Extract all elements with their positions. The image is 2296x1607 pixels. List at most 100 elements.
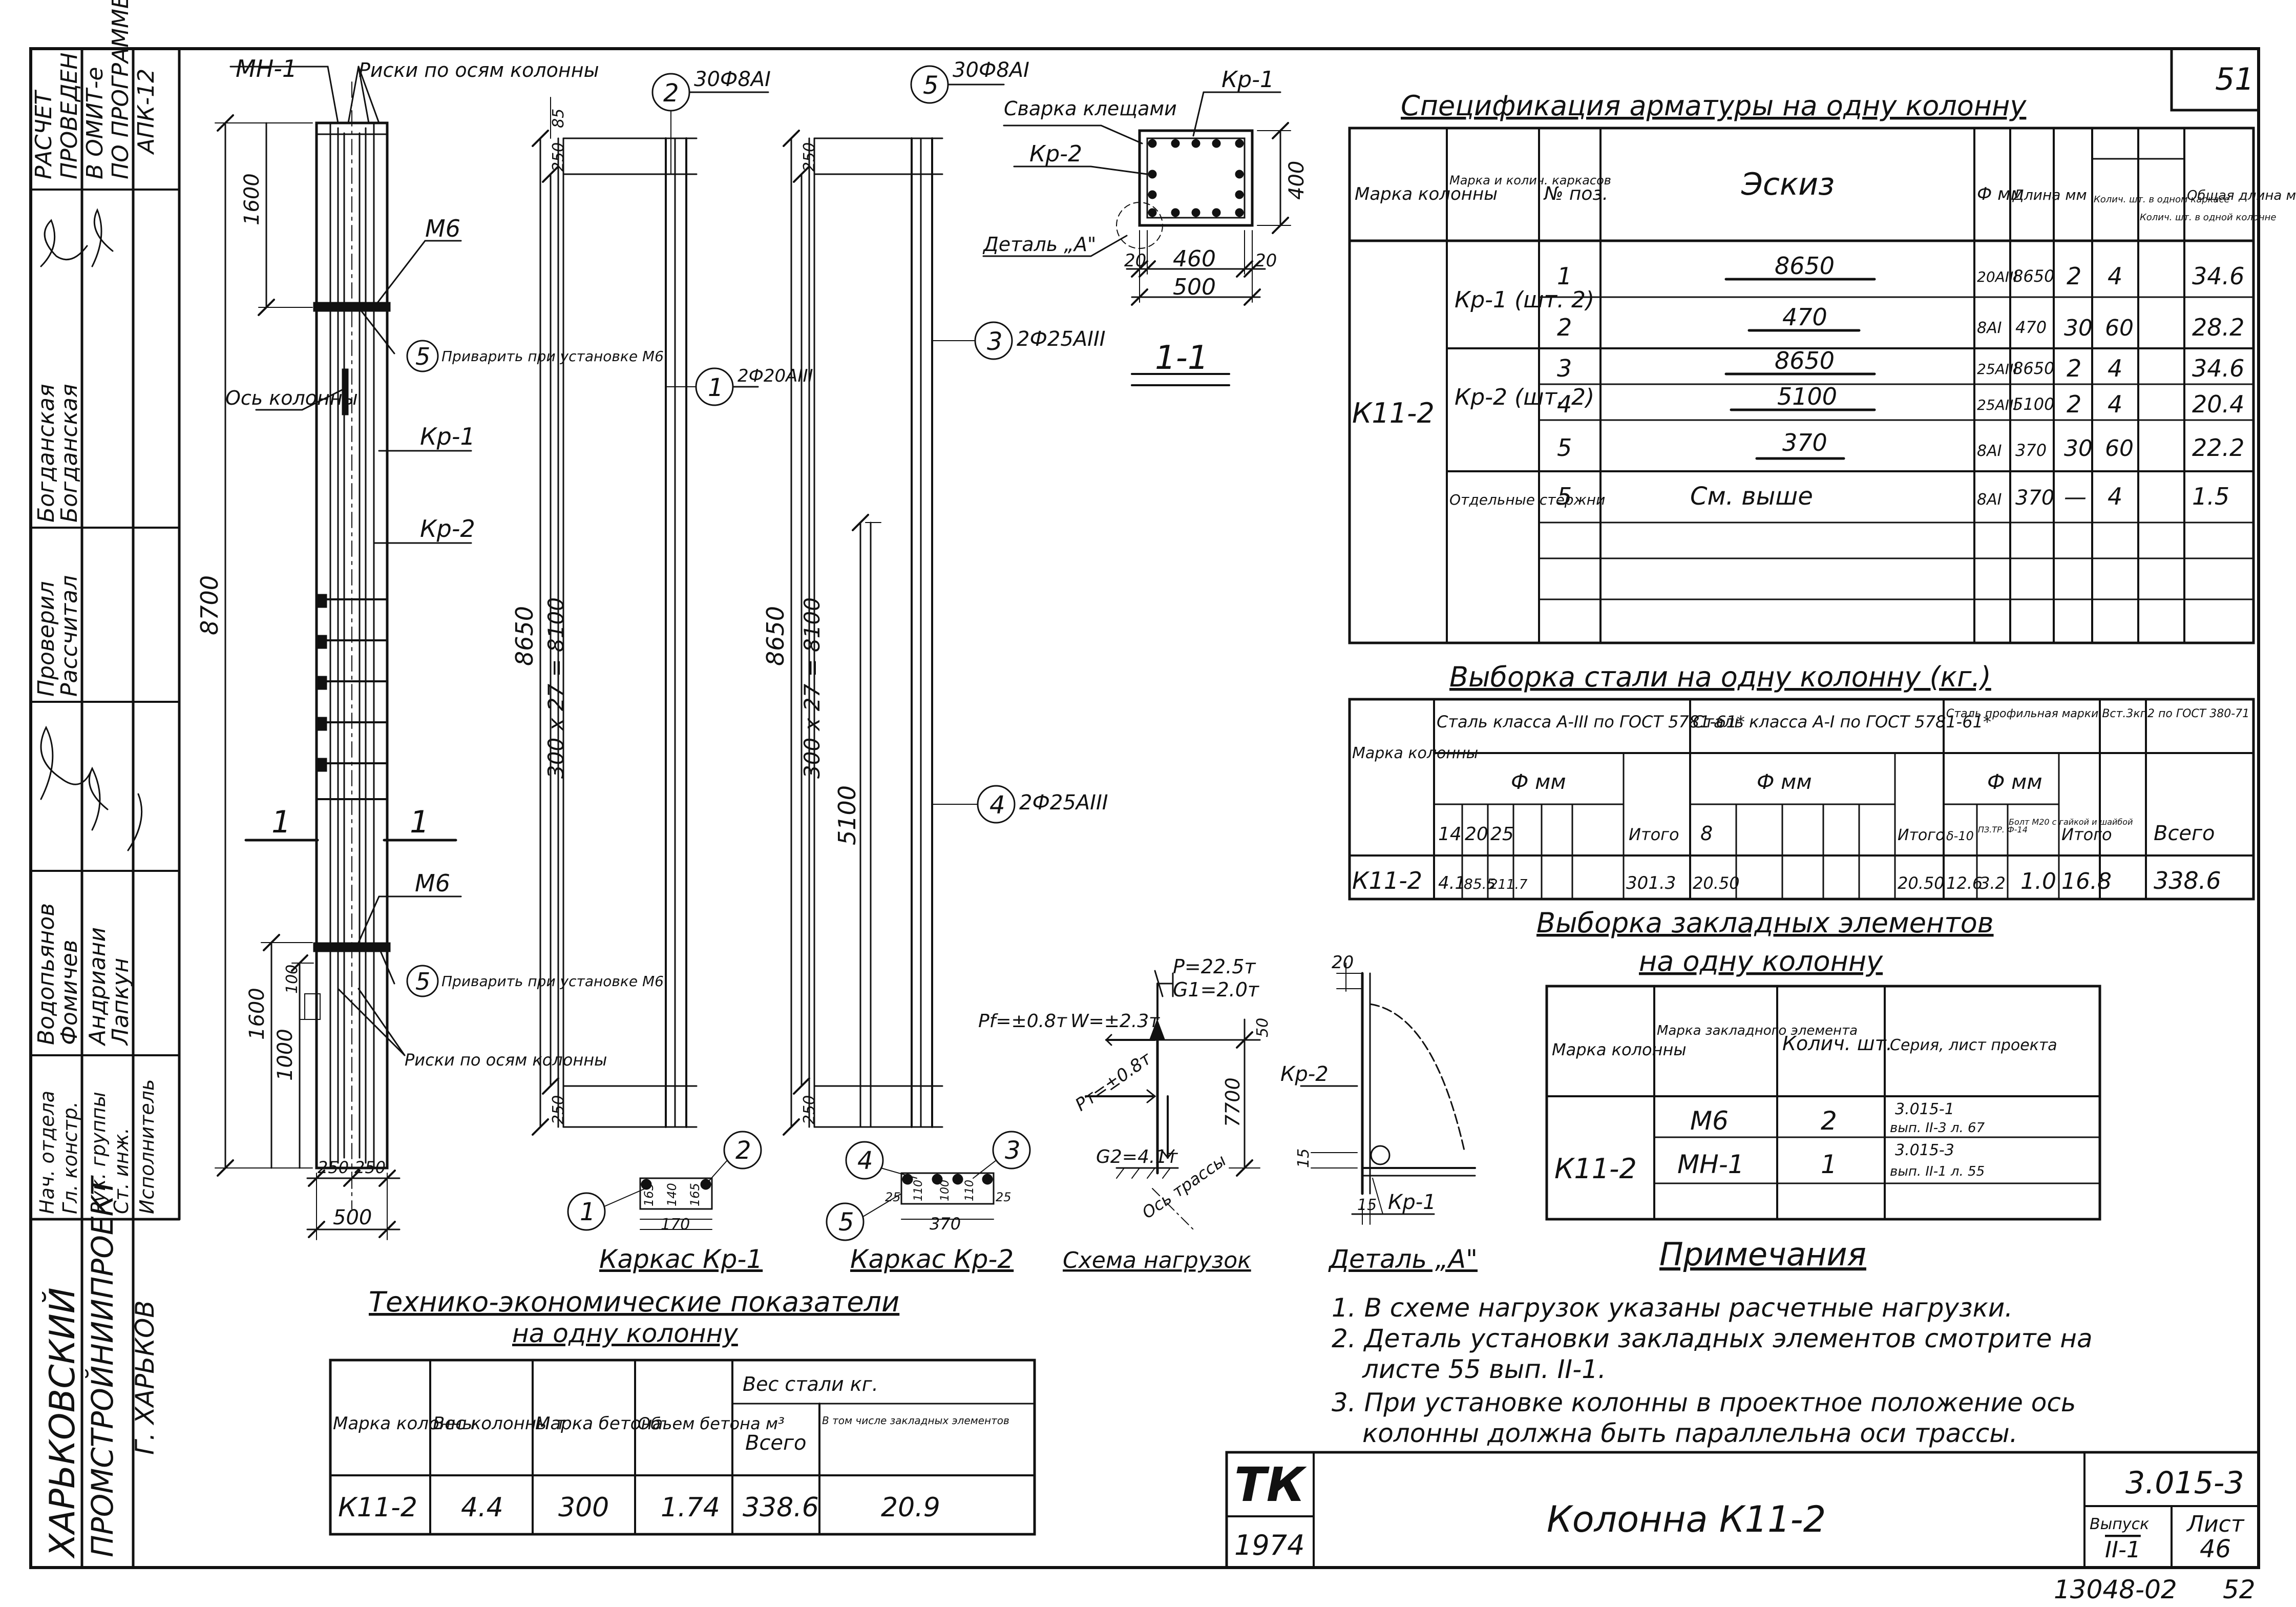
- kp2-dim-250t: 250: [801, 142, 818, 172]
- calc-note-2: ПРОВЕДЕН: [56, 53, 82, 180]
- steel-sub-prof-3: Болт М20 с гайкой и шайбой: [2009, 817, 2133, 827]
- spec-r3-pos: 3: [1557, 354, 1572, 382]
- tb-series: 3.015-3: [2125, 1465, 2244, 1501]
- bottom-code: 13048-02: [2054, 1575, 2177, 1604]
- spec-table: [1348, 127, 2255, 644]
- kp1-sec-pos1: 1: [580, 1198, 596, 1226]
- left-stamp: [29, 47, 181, 1569]
- sec-svarka: Сварка клещами: [1004, 97, 1177, 120]
- spec-r4-len: 5100: [2013, 394, 2054, 414]
- steel-table: [1348, 698, 2255, 901]
- kp1-title: Каркас Кр-1: [599, 1244, 763, 1274]
- tep-sub-embedded: В том числе закладных элементов: [822, 1414, 1009, 1427]
- emb-r1-series-2: вып. II-3 л. 67: [1890, 1120, 1985, 1136]
- signatures: [40, 208, 143, 851]
- steel-h-itogo-a1: Итого: [1898, 826, 1945, 844]
- load-p: P=22.5т: [1173, 955, 1256, 978]
- role-st-inzh: Ст. инж.: [110, 1128, 133, 1214]
- spec-group-separate: Отдельные стержни: [1449, 491, 1605, 508]
- steel-row-a3-25: 211.7: [1489, 877, 1528, 892]
- steel-h-vsego: Всего: [2154, 822, 2215, 845]
- sec-kp2: Кр-2: [1029, 141, 1082, 167]
- label-mn1: МН-1: [236, 55, 297, 82]
- spec-r4-pos: 4: [1557, 390, 1572, 418]
- tep-title-2: на одну колонну: [512, 1319, 739, 1348]
- kp1-dim-8650: 8650: [511, 606, 538, 666]
- steel-h-phi-a1: Ф мм: [1757, 770, 1812, 794]
- kp2-title: Каркас Кр-2: [850, 1244, 1014, 1274]
- kp2-sec-pos3: 3: [1005, 1136, 1021, 1165]
- detail-title: Деталь „А": [1328, 1244, 1478, 1274]
- detail-kp1: Кр-1: [1388, 1191, 1436, 1214]
- kp2-sec-dim-4: 110: [963, 1180, 976, 1201]
- spec-r6-n1: —: [2064, 484, 2087, 510]
- spec-r3-len: 8650: [2013, 359, 2054, 378]
- spec-r4-sketch: 5100: [1777, 383, 1837, 410]
- steel-h-mark: Марка колонны: [1352, 744, 1478, 762]
- kp1-dim-250b: 250: [550, 1095, 567, 1124]
- tep-row-embedded: 20.9: [881, 1492, 940, 1523]
- kp2-sec-dim-3: 100: [939, 1180, 952, 1201]
- sheet-number-box: [2170, 47, 2260, 112]
- label-m6-bottom: М6: [415, 869, 450, 897]
- emb-title-2: на одну колонну: [1639, 945, 1883, 977]
- sheet-number: 51: [2215, 61, 2254, 97]
- tep-h-steel: Вес стали кг.: [743, 1373, 878, 1395]
- steel-row-a3-total: 301.3: [1626, 873, 1676, 893]
- emb-h-series: Серия, лист проекта: [1890, 1036, 2057, 1054]
- spec-r6-n2: 4: [2108, 483, 2122, 510]
- spec-r2-pos: 2: [1557, 314, 1572, 341]
- label-riski-bottom: Риски по осям колонны: [405, 1050, 607, 1070]
- kp1-sec-pos2: 2: [735, 1136, 751, 1165]
- load-dim-50: 50: [1254, 1018, 1272, 1037]
- label-os-kolonny: Ось колонны: [225, 387, 358, 409]
- sheet-frame: [29, 47, 2260, 1569]
- load-g1: G1=2.0т: [1173, 978, 1260, 1001]
- emb-r1-qty: 2: [1821, 1106, 1837, 1136]
- steel-sub-a1-8: 8: [1700, 822, 1713, 845]
- note-2b: листе 55 вып. II-1.: [1362, 1354, 1606, 1384]
- kp1-pos1: 1: [708, 373, 724, 402]
- steel-h-itogo-prof: Итого: [2061, 825, 2112, 844]
- spec-r3-n2: 4: [2108, 354, 2122, 382]
- dim-1600-bottom: 1600: [245, 988, 269, 1040]
- steel-sub-a3-25: 25: [1490, 824, 1514, 845]
- emb-r2-qty: 1: [1821, 1150, 1837, 1179]
- name-bogdanskaya-2: Богданская: [56, 384, 82, 523]
- spec-h-sketch: Эскиз: [1741, 166, 1835, 202]
- label-kp2: Кр-2: [420, 515, 475, 542]
- kp2-bar3: 2Ф25АIII: [1017, 327, 1106, 351]
- sec-kp1: Кр-1: [1221, 67, 1274, 93]
- org-line-1: ХАРЬКОВСКИЙ: [42, 1287, 83, 1559]
- spec-h-pos: № поз.: [1543, 183, 1608, 204]
- kp1-sec-dim-3: 165: [688, 1183, 702, 1206]
- tep-h-volume: Объем бетона м³: [638, 1414, 785, 1433]
- dim-500: 500: [333, 1206, 372, 1229]
- kp2-dim-8650: 8650: [762, 606, 789, 666]
- calc-note-4: ПО ПРОГРАММЕ: [108, 0, 134, 179]
- kp2-sec-dim-6: 370: [930, 1214, 961, 1234]
- steel-h-itogo-a3: Итого: [1629, 825, 1679, 844]
- role-proveril: Проверил: [33, 581, 59, 697]
- sec-dim-400: 400: [1285, 161, 1309, 200]
- tep-row-concrete: 300: [558, 1492, 609, 1523]
- spec-h-d: Ф мм: [1977, 184, 2024, 204]
- embedded-table: [1545, 985, 2101, 1221]
- steel-row-a1-8: 20.50: [1693, 873, 1740, 893]
- kp1-pos2: 2: [663, 79, 679, 108]
- steel-sub-prof-1: δ-10: [1946, 829, 1974, 843]
- kp2-dim-5100: 5100: [833, 785, 861, 845]
- steel-title: Выборка стали на одну колонну (кг.): [1449, 661, 1991, 693]
- emb-h-el: Марка закладного элемента: [1657, 1023, 1858, 1038]
- kp1-dim-250t: 250: [550, 142, 567, 172]
- steel-h-a1: Сталь класса А-I по ГОСТ 5781-61*: [1693, 712, 1991, 732]
- kp2-bar5: 30Ф8АI: [953, 58, 1029, 82]
- column-elevation: [215, 66, 472, 1240]
- spec-r5-len: 370: [2015, 441, 2047, 460]
- steel-h-phi-prof: Ф мм: [1987, 770, 2042, 794]
- spec-r2-n2: 60: [2105, 315, 2134, 341]
- tb-logo: ТК: [1234, 1457, 1307, 1512]
- spec-r5-sketch: 370: [1782, 429, 1827, 456]
- spec-r3-total: 34.6: [2192, 354, 2244, 382]
- spec-r5-pos: 5: [1557, 434, 1572, 462]
